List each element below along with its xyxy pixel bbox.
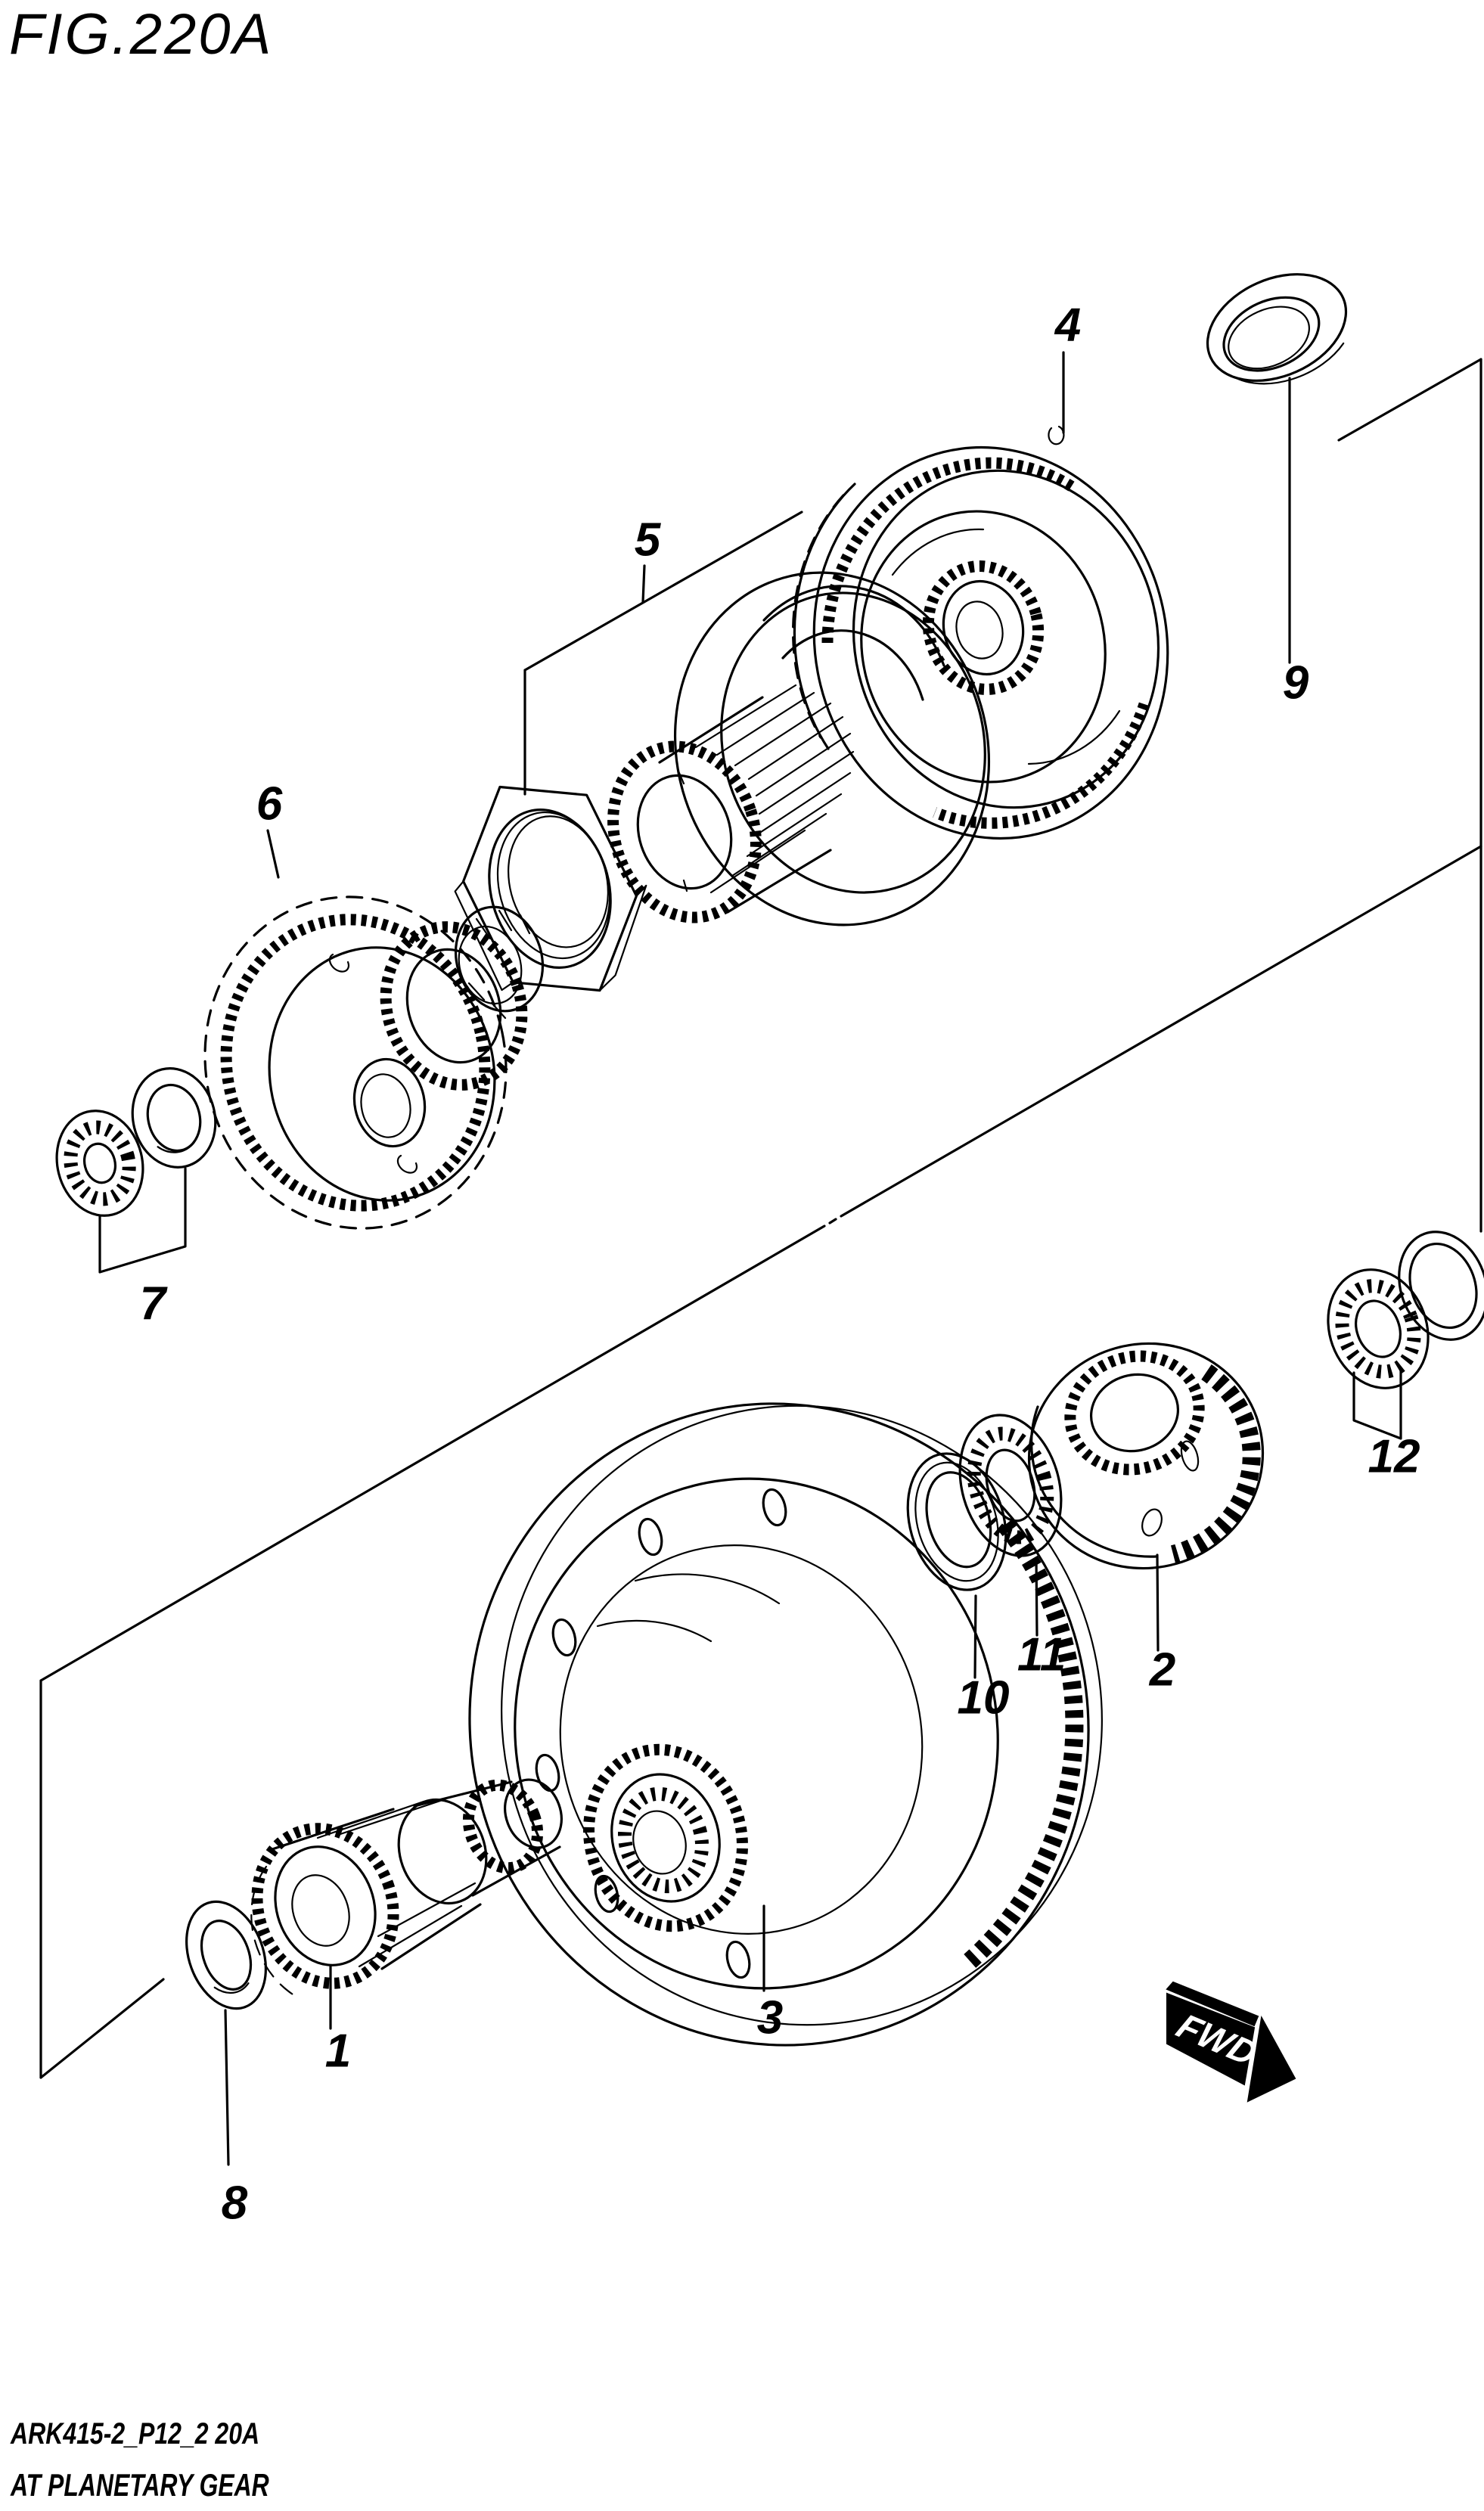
callout-5-leader [641, 564, 646, 604]
part-11-drawing [958, 1414, 1063, 1557]
part-2-drawing [1027, 1342, 1265, 1570]
part-4-drawing [792, 425, 1169, 840]
callout-8: 8 [222, 2177, 248, 2229]
callout-3: 3 [757, 1991, 783, 2044]
footer-title: AT PLANETARY GEAR [11, 2467, 269, 2503]
part-5-drawing [607, 571, 991, 926]
part-9-drawing [1206, 273, 1348, 385]
group-box-lower [39, 845, 1482, 2079]
callout-5: 5 [635, 514, 662, 566]
callout-12: 12 [1368, 1430, 1420, 1482]
callout-2: 2 [1149, 1643, 1175, 1696]
callout-7-leader [98, 1167, 187, 1274]
part-7-washer-drawing [131, 1067, 217, 1169]
callout-9: 9 [1283, 656, 1309, 709]
callout-1: 1 [325, 2025, 351, 2077]
callout-10-leader [973, 1594, 977, 1679]
fwd-arrow: FWD [1166, 1981, 1296, 2103]
callout-4: 4 [1054, 299, 1081, 351]
callout-12-leader [1352, 1369, 1402, 1440]
group-box-middle [523, 511, 803, 796]
part-3-drawing [468, 1402, 1103, 2047]
group-boxes [39, 358, 1482, 2079]
part-7-bearing-drawing [55, 1110, 144, 1217]
callout-10: 10 [958, 1671, 1010, 1724]
footer-code: ARK415-2_P12_2 20A [11, 2417, 260, 2450]
callout-7: 7 [140, 1277, 168, 1330]
callout-8-leader [224, 2009, 230, 2166]
part-1-drawing [250, 1778, 563, 1998]
group-box-upper [1337, 358, 1482, 1233]
callout-2-leader [1156, 1553, 1160, 1652]
callout-11-leader [1035, 1557, 1038, 1637]
figure-title: FIG.220A [9, 2, 274, 67]
part-8-drawing [185, 1900, 267, 2010]
part-12-race-drawing [1398, 1231, 1484, 1341]
fwd-arrowhead [1246, 2015, 1296, 2103]
callout-11: 11 [1017, 1628, 1066, 1681]
lock-nut-drawing [454, 785, 647, 992]
callout-6: 6 [256, 778, 283, 830]
part-6-drawing [203, 895, 545, 1230]
callout-6-leader [266, 829, 280, 879]
